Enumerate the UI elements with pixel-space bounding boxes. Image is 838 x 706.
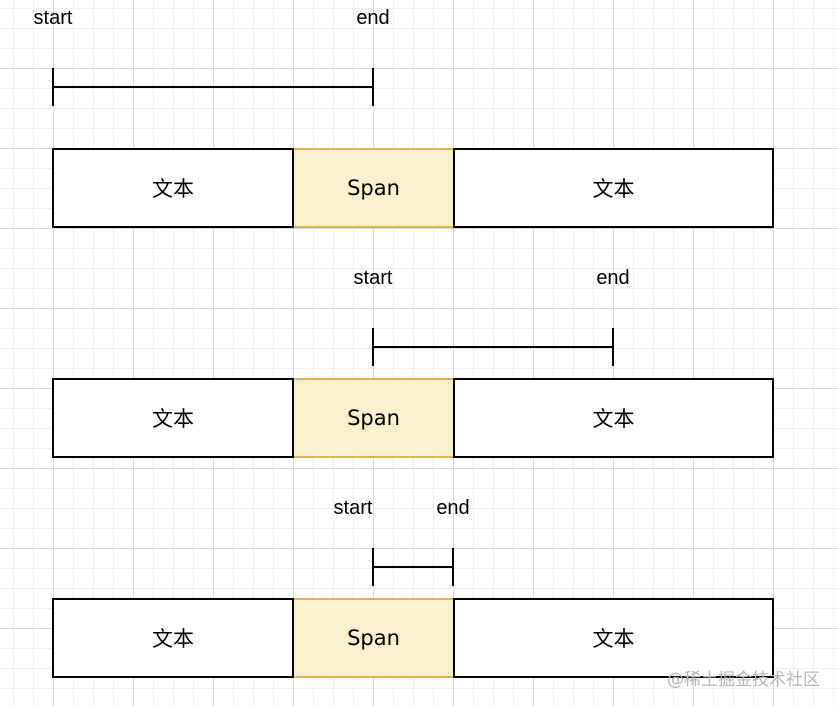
range-line	[52, 86, 374, 88]
end-label: end	[356, 7, 390, 29]
span-node-label: Span	[347, 406, 400, 430]
text-node-label: 文本	[592, 177, 635, 201]
end-label: end	[596, 267, 630, 289]
end-marker	[372, 68, 374, 106]
end-label: end	[436, 497, 470, 519]
start-label: start	[333, 497, 373, 519]
text-node-label: 文本	[152, 627, 194, 651]
span-node-label: Span	[347, 626, 400, 650]
span-node: Span	[294, 598, 453, 678]
text-node-left: 文本	[52, 598, 294, 678]
range-line	[372, 346, 614, 348]
text-node-left: 文本	[52, 378, 294, 458]
text-node-label: 文本	[152, 407, 194, 431]
span-node: Span	[294, 378, 453, 458]
text-node-label: 文本	[152, 177, 194, 201]
watermark: @稀土掘金技术社区	[667, 670, 820, 690]
end-marker	[612, 328, 614, 366]
start-label: start	[33, 7, 73, 29]
text-node-right: 文本	[453, 598, 774, 678]
text-node-right: 文本	[453, 148, 774, 228]
text-node-right: 文本	[453, 378, 774, 458]
text-node-label: 文本	[592, 627, 635, 651]
end-marker	[452, 548, 454, 586]
span-node-label: Span	[347, 176, 400, 200]
span-node: Span	[294, 148, 453, 228]
start-label: start	[353, 267, 393, 289]
text-node-left: 文本	[52, 148, 294, 228]
range-line	[372, 566, 454, 568]
text-node-label: 文本	[592, 407, 635, 431]
